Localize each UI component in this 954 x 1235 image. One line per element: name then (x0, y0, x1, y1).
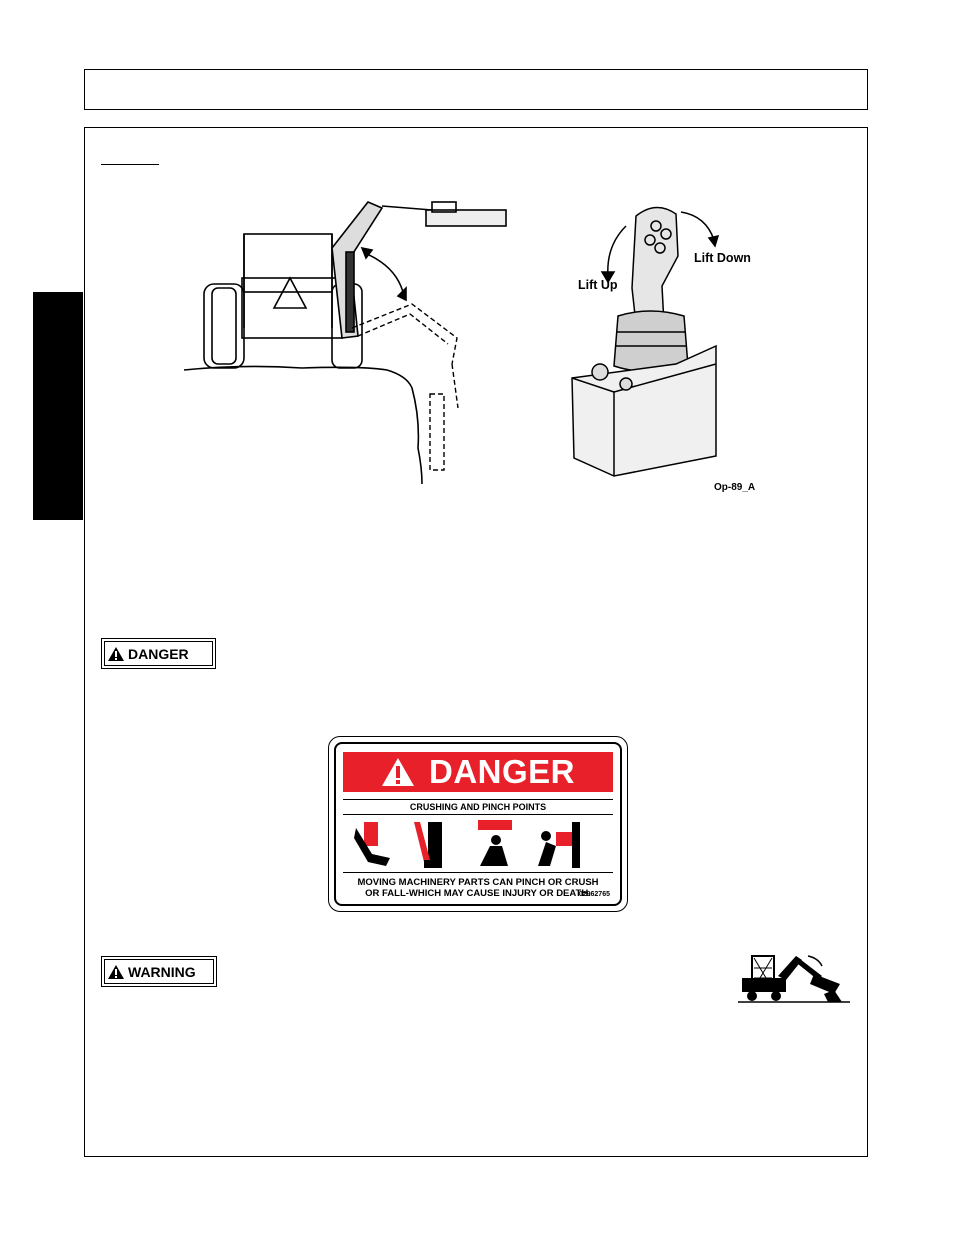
figure-code-label: Op-89_A (714, 482, 756, 493)
danger-badge-label: DANGER (128, 645, 189, 662)
lift-up-label: Lift Up (578, 278, 618, 292)
falling-load-icon (478, 820, 512, 866)
decal-signal-banner: DANGER (343, 752, 613, 792)
pinch-leg-icon (414, 822, 442, 868)
alert-triangle-icon (381, 758, 414, 786)
decal-hazard-text: CRUSHING AND PINCH POINTS (343, 799, 613, 815)
content-frame (84, 127, 868, 1157)
decal-message-line1: MOVING MACHINERY PARTS CAN PINCH OR CRUS… (357, 877, 599, 888)
decal-part-number: 02962765 (578, 891, 610, 898)
alert-triangle-icon (108, 964, 124, 979)
decal-message: MOVING MACHINERY PARTS CAN PINCH OR CRUS… (343, 872, 613, 899)
tractor-boom-illustration (183, 201, 507, 485)
warning-badge-label: WARNING (128, 963, 196, 980)
decal-signal-word: DANGER (428, 753, 575, 790)
warning-badge: WARNING (101, 956, 217, 987)
section-side-tab (33, 292, 83, 520)
danger-badge: DANGER (101, 638, 216, 669)
decal-pictograms (354, 820, 580, 868)
danger-decal: DANGER CRUSHING AND PINCH POINTS (328, 736, 628, 912)
page-header-box (84, 69, 868, 110)
decal-message-line2: OR FALL-WHICH MAY CAUSE INJURY OR DEATH. (365, 888, 591, 899)
alert-triangle-icon (108, 646, 124, 661)
lift-down-label: Lift Down (694, 251, 751, 265)
crush-hand-icon (354, 822, 390, 866)
crush-body-icon (538, 822, 580, 868)
boom-crush-pictogram (738, 955, 850, 1003)
heading-underline (101, 164, 159, 165)
joystick-control-illustration (571, 206, 720, 477)
